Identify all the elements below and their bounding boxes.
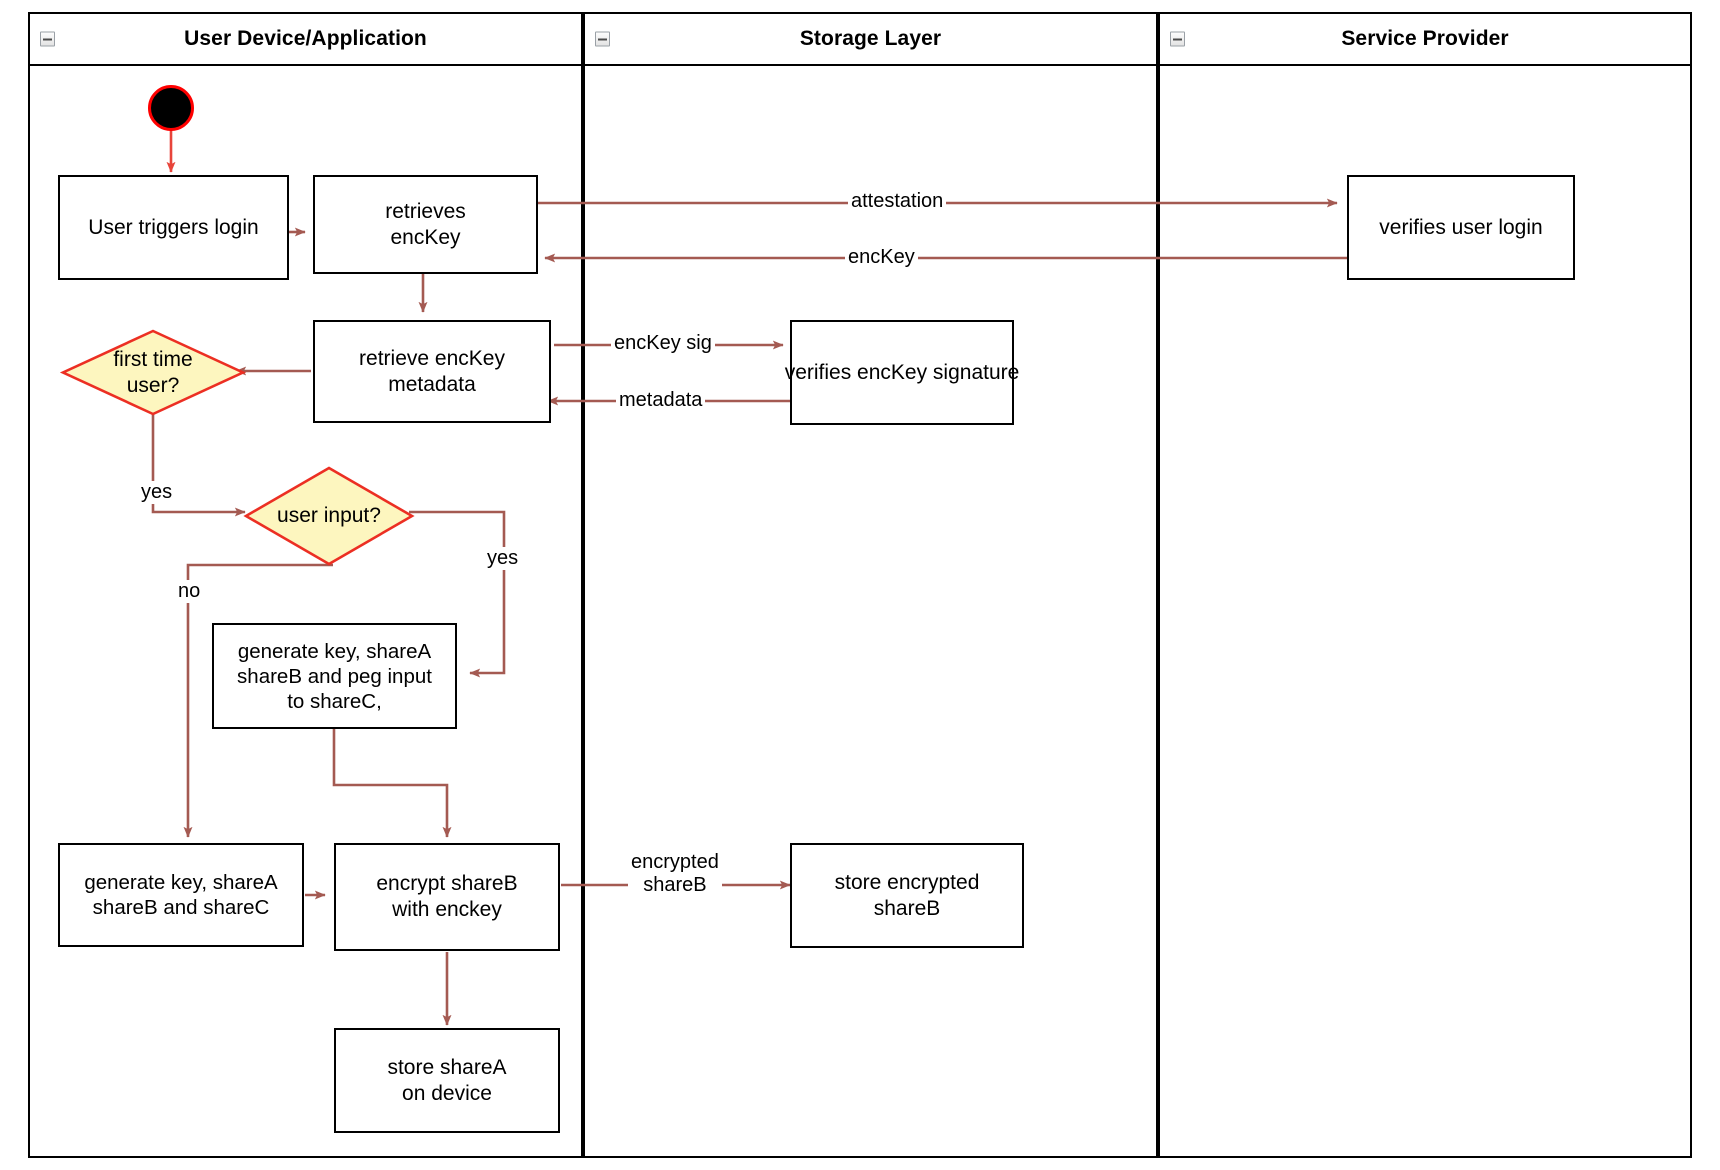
node-first-time-user[interactable]: first time user?	[59, 329, 247, 416]
swimlane-storage-layer[interactable]: Storage Layer	[583, 12, 1158, 1158]
swimlane-header-service-provider[interactable]: Service Provider	[1160, 14, 1690, 66]
node-store-sharea[interactable]: store shareA on device	[334, 1028, 560, 1133]
swimlane-title-storage-layer: Storage Layer	[799, 27, 942, 50]
node-user-triggers-login[interactable]: User triggers login	[58, 175, 289, 280]
swimlane-title-user-device: User Device/Application	[184, 27, 427, 50]
swimlane-user-device[interactable]: User Device/Application	[28, 12, 583, 1158]
edge-label-no-user-input: no	[175, 580, 204, 603]
collapse-minus-icon[interactable]	[1170, 31, 1185, 47]
swimlane-header-storage-layer[interactable]: Storage Layer	[585, 14, 1156, 66]
node-verifies-user-login[interactable]: verifies user login	[1347, 175, 1575, 280]
edge-label-yes-user-input: yes	[484, 547, 522, 570]
edge-label-enckey-sig: encKey sig	[611, 332, 715, 355]
node-user-input[interactable]: user input?	[243, 466, 415, 566]
node-retrieve-enckey-metadata[interactable]: retrieve encKey metadata	[313, 320, 551, 423]
edge-label-enckey: encKey	[845, 246, 918, 269]
initial-node[interactable]	[148, 85, 194, 131]
node-store-encrypted-shareb[interactable]: store encrypted shareB	[790, 843, 1024, 948]
node-verifies-enckey-signature[interactable]: verifies encKey signature	[785, 320, 1019, 425]
node-retrieves-enckey[interactable]: retrieves encKey	[313, 175, 538, 274]
node-generate-shares[interactable]: generate key, shareA shareB and shareC	[58, 843, 304, 947]
edge-label-attestation: attestation	[848, 190, 947, 213]
node-encrypt-shareb[interactable]: encrypt shareB with enckey	[334, 843, 560, 951]
node-generate-peg-input[interactable]: generate key, shareA shareB and peg inpu…	[212, 623, 457, 729]
edge-label-encrypted-shareb: encrypted shareB	[628, 851, 722, 897]
swimlane-title-service-provider: Service Provider	[1341, 27, 1509, 50]
swimlane-service-provider[interactable]: Service Provider	[1158, 12, 1692, 1158]
edge-label-yes-first-time: yes	[138, 481, 176, 504]
collapse-minus-icon[interactable]	[595, 31, 610, 47]
collapse-minus-icon[interactable]	[40, 31, 55, 47]
edge-label-metadata: metadata	[616, 389, 706, 412]
swimlane-header-user-device[interactable]: User Device/Application	[30, 14, 581, 66]
